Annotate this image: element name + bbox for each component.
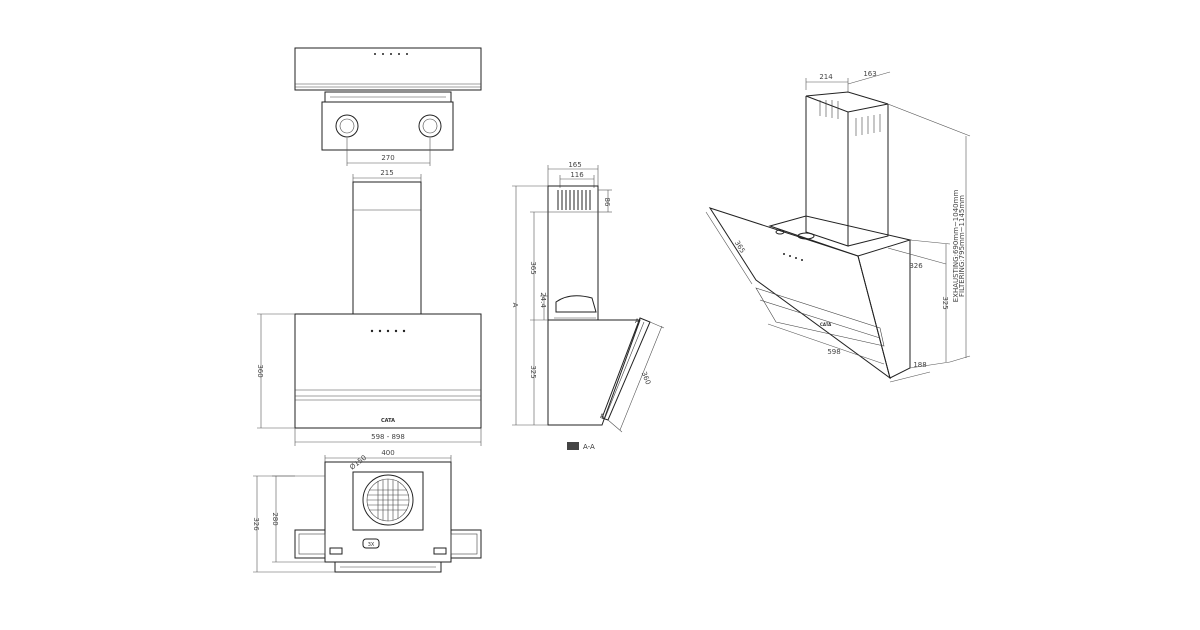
brand-logo-front: CATA bbox=[381, 418, 395, 424]
filter-count-label: 3X bbox=[368, 542, 375, 548]
iso-indicator-dots bbox=[783, 253, 803, 261]
side-vent-slots bbox=[557, 190, 591, 210]
side-chimney-height-dimension: 365 bbox=[529, 261, 537, 274]
iso-body-height-dimension: 325 bbox=[941, 296, 949, 309]
outlet-spacing-dimension: 270 bbox=[381, 154, 394, 162]
top-view: 270 bbox=[294, 47, 482, 166]
chimney-width-dimension: 215 bbox=[380, 169, 393, 177]
side-view: 165 116 86 bbox=[511, 161, 665, 451]
side-total-height-label: A bbox=[511, 303, 519, 308]
section-label: A-A bbox=[583, 443, 595, 451]
iso-chimney-width-dimension: 214 bbox=[819, 73, 833, 81]
fan-grille bbox=[362, 474, 414, 526]
outlet-circle-left bbox=[335, 114, 359, 138]
iso-filtering-range: FILTERING:795mm~1145mm bbox=[958, 195, 966, 297]
bottom-depth-inner-dimension: 280 bbox=[271, 512, 279, 525]
isometric-view: 214 163 CATA bbox=[705, 70, 971, 383]
iso-chimney-depth-dimension: 163 bbox=[863, 70, 876, 78]
section-mark-a-bottom: A bbox=[600, 413, 605, 420]
side-outlet-offset-dimension: 24.4 bbox=[539, 292, 547, 308]
side-chimney-inner-dimension: 116 bbox=[570, 171, 584, 179]
iso-exhausting-range: EXHAUSTING:690mm~1040mm bbox=[952, 190, 960, 303]
outlet-diameter-dimension: Ø150 bbox=[348, 454, 368, 472]
iso-vent-slots bbox=[819, 100, 881, 136]
bottom-view: 400 Ø150 3X 32 bbox=[252, 449, 482, 573]
iso-depth-dimension: 326 bbox=[909, 262, 923, 270]
section-legend-icon bbox=[567, 442, 579, 450]
bottom-width-dimension: 400 bbox=[381, 449, 394, 457]
section-mark-a-top: A bbox=[635, 318, 640, 325]
front-view: 215 CATA 360 598 - 898 bbox=[256, 169, 482, 446]
outlet-circle-right bbox=[418, 114, 442, 138]
front-width-dimension: 598 - 898 bbox=[371, 433, 405, 441]
front-height-dimension: 360 bbox=[256, 364, 264, 377]
iso-width-dimension: 598 bbox=[827, 348, 840, 356]
front-indicator-dots bbox=[370, 329, 406, 333]
side-offset-dimension: 86 bbox=[603, 198, 611, 207]
bottom-depth-total-dimension: 326 bbox=[252, 517, 260, 531]
side-glass-length-dimension: 360 bbox=[640, 371, 652, 386]
brand-logo-iso: CATA bbox=[820, 322, 832, 327]
iso-body-depth-dimension: 188 bbox=[913, 361, 926, 369]
side-chimney-depth-dimension: 165 bbox=[568, 161, 581, 169]
side-body-height-dimension: 325 bbox=[529, 365, 537, 378]
top-indicator-dots bbox=[374, 53, 408, 55]
